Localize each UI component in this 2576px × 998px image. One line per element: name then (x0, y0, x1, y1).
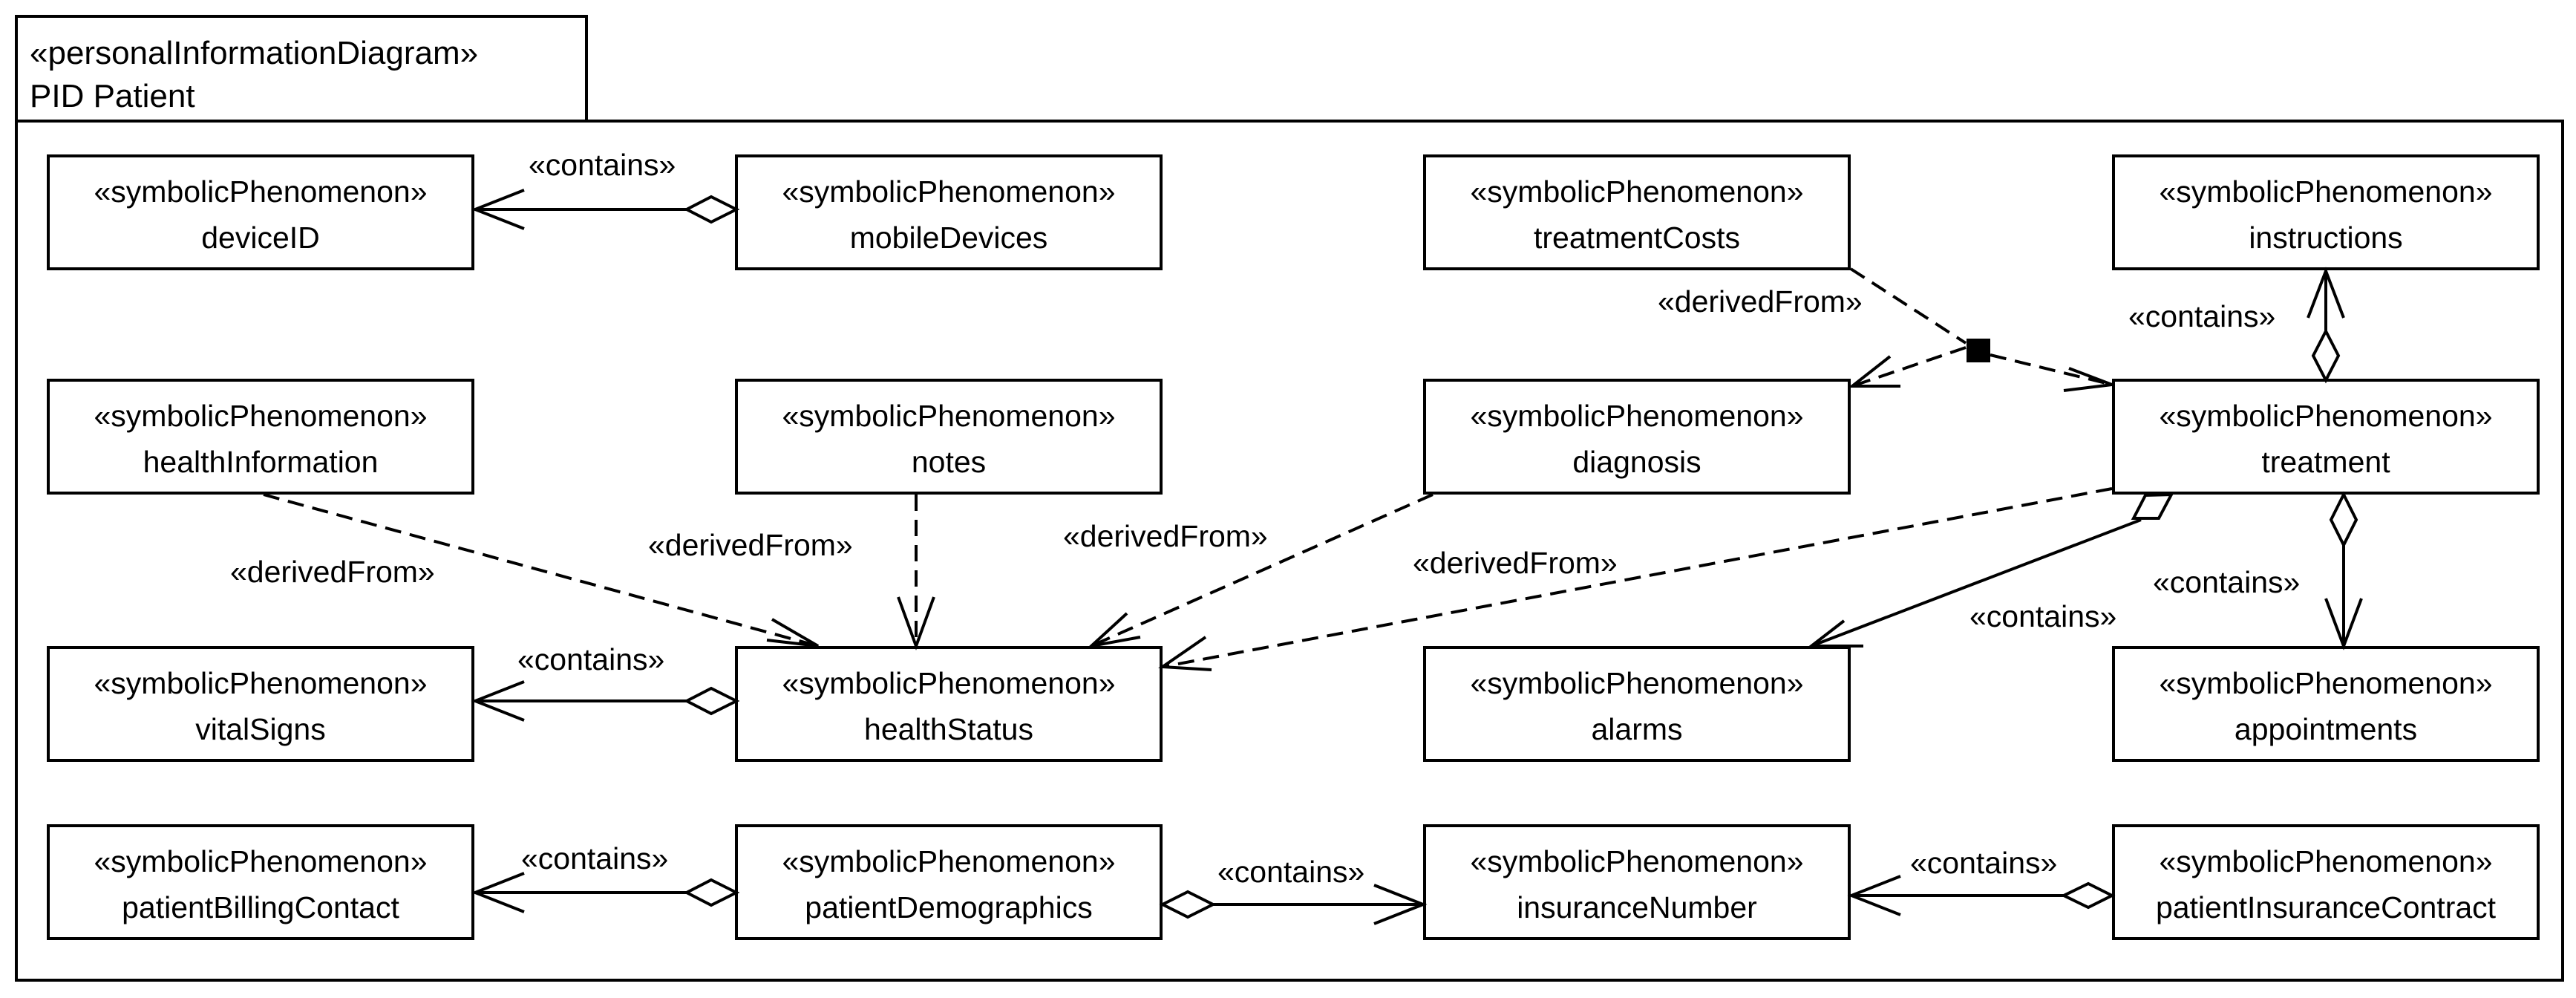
node-patientDemographics[interactable]: «symbolicPhenomenon» patientDemographics (735, 824, 1163, 940)
node-stereotype: «symbolicPhenomenon» (782, 666, 1116, 700)
node-name: vitalSigns (195, 712, 325, 746)
diagram-frame: «personalInformationDiagram» PID Patient (15, 15, 2564, 982)
node-name: mobileDevices (850, 221, 1048, 255)
edge-treatment-contains-instructions[interactable]: «contains» (2128, 267, 2345, 384)
node-name: insuranceNumber (1517, 890, 1757, 924)
node-treatmentCosts[interactable]: «symbolicPhenomenon» treatmentCosts (1423, 154, 1851, 270)
frame-stereotype: «personalInformationDiagram» (30, 35, 478, 71)
node-stereotype: «symbolicPhenomenon» (782, 175, 1116, 209)
edge-label: «contains» (2153, 565, 2300, 599)
node-stereotype: «symbolicPhenomenon» (782, 399, 1116, 433)
derivation-node (1967, 339, 1990, 362)
node-stereotype: «symbolicPhenomenon» (94, 844, 428, 878)
node-stereotype: «symbolicPhenomenon» (2160, 844, 2493, 878)
node-stereotype: «symbolicPhenomenon» (1471, 844, 1804, 878)
edge-healthInformation-derivedFrom-healthStatus[interactable]: «derivedFrom» (230, 493, 820, 648)
node-name: alarms (1591, 712, 1682, 746)
node-stereotype: «symbolicPhenomenon» (2160, 399, 2493, 433)
node-healthStatus[interactable]: «symbolicPhenomenon» healthStatus (735, 646, 1163, 762)
node-appointments[interactable]: «symbolicPhenomenon» appointments (2112, 646, 2540, 762)
node-name: patientInsuranceContract (2156, 890, 2497, 924)
node-alarms[interactable]: «symbolicPhenomenon» alarms (1423, 646, 1851, 762)
edges: «contains» «contains» «derivedFrom» «der… (230, 148, 2363, 925)
node-name: instructions (2249, 221, 2402, 255)
edge-patientDemographics-contains-insuranceNumber[interactable]: «contains» (1159, 855, 1428, 925)
edge-treatment-contains-appointments[interactable]: «contains» (2153, 491, 2363, 650)
node-name: healthInformation (143, 445, 379, 479)
frame-border (15, 120, 2564, 982)
node-name: patientBillingContact (122, 890, 399, 924)
edge-label: «derivedFrom» (1658, 284, 1863, 319)
edge-mobileDevices-contains-deviceID[interactable]: «contains» (471, 148, 740, 230)
node-name: diagnosis (1572, 445, 1701, 479)
node-patientInsuranceContract[interactable]: «symbolicPhenomenon» patientInsuranceCon… (2112, 824, 2540, 940)
node-instructions[interactable]: «symbolicPhenomenon» instructions (2112, 154, 2540, 270)
node-stereotype: «symbolicPhenomenon» (2160, 666, 2493, 700)
node-vitalSigns[interactable]: «symbolicPhenomenon» vitalSigns (47, 646, 474, 762)
node-stereotype: «symbolicPhenomenon» (1471, 399, 1804, 433)
node-patientBillingContact[interactable]: «symbolicPhenomenon» patientBillingConta… (47, 824, 474, 940)
edge-label: «contains» (517, 642, 664, 676)
edge-diagnosis-derivedFrom-healthStatus[interactable]: «derivedFrom» (1063, 493, 1434, 649)
edge-label: «contains» (1217, 855, 1364, 889)
node-notes[interactable]: «symbolicPhenomenon» notes (735, 379, 1163, 495)
node-stereotype: «symbolicPhenomenon» (94, 666, 428, 700)
edge-patientDemographics-contains-patientBillingContact[interactable]: «contains» (471, 841, 740, 913)
edge-patientInsuranceContract-contains-insuranceNumber[interactable]: «contains» (1847, 846, 2116, 916)
edge-label: «contains» (1969, 599, 2116, 633)
frame-title: PID Patient (30, 78, 195, 114)
edge-treatment-contains-alarms[interactable]: «contains» (1807, 492, 2174, 648)
edge-label: «derivedFrom» (648, 528, 853, 562)
node-name: appointments (2235, 712, 2417, 746)
node-name: patientDemographics (805, 890, 1092, 924)
edge-treatment-derivedFrom-healthStatus[interactable]: «derivedFrom» (1158, 487, 2113, 671)
edge-label: «contains» (521, 841, 668, 875)
edge-label: «derivedFrom» (1063, 519, 1268, 553)
edge-label: «derivedFrom» (1413, 546, 1618, 580)
node-name: deviceID (201, 221, 320, 255)
edge-label: «contains» (529, 148, 676, 182)
node-stereotype: «symbolicPhenomenon» (1471, 666, 1804, 700)
edge-notes-derivedFrom-healthStatus[interactable]: «derivedFrom» (648, 495, 935, 650)
edge-treatmentCosts-derivedFrom[interactable]: «derivedFrom» (1658, 267, 2113, 392)
node-insuranceNumber[interactable]: «symbolicPhenomenon» insuranceNumber (1423, 824, 1851, 940)
edge-label: «contains» (1910, 846, 2057, 880)
node-name: notes (912, 445, 986, 479)
node-stereotype: «symbolicPhenomenon» (782, 844, 1116, 878)
frame-tab (15, 15, 588, 121)
node-diagnosis[interactable]: «symbolicPhenomenon» diagnosis (1423, 379, 1851, 495)
node-deviceID[interactable]: «symbolicPhenomenon» deviceID (47, 154, 474, 270)
node-treatment[interactable]: «symbolicPhenomenon» treatment (2112, 379, 2540, 495)
edge-label: «derivedFrom» (230, 555, 435, 589)
edge-healthStatus-contains-vitalSigns[interactable]: «contains» (471, 642, 740, 722)
node-name: treatment (2261, 445, 2390, 479)
edge-label: «contains» (2128, 299, 2275, 333)
node-healthInformation[interactable]: «symbolicPhenomenon» healthInformation (47, 379, 474, 495)
nodes: «symbolicPhenomenon» deviceID «symbolicP… (47, 154, 2540, 940)
node-stereotype: «symbolicPhenomenon» (94, 399, 428, 433)
node-mobileDevices[interactable]: «symbolicPhenomenon» mobileDevices (735, 154, 1163, 270)
node-stereotype: «symbolicPhenomenon» (1471, 175, 1804, 209)
node-stereotype: «symbolicPhenomenon» (2160, 175, 2493, 209)
node-stereotype: «symbolicPhenomenon» (94, 175, 428, 209)
node-name: healthStatus (864, 712, 1033, 746)
node-name: treatmentCosts (1534, 221, 1740, 255)
